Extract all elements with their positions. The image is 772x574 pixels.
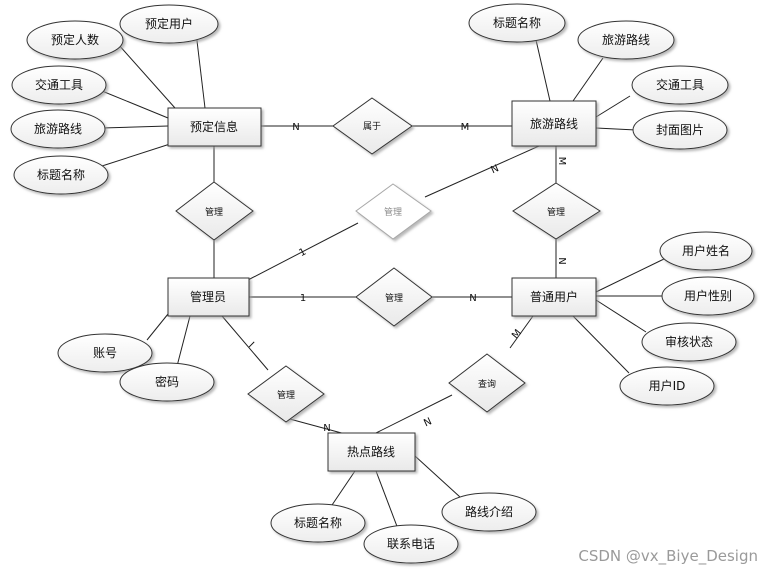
cardinality-user-route-rel: N (556, 257, 567, 264)
attribute-user-gender: 用户性别 (661, 276, 755, 316)
relationship-manage-user-label: 管理 (385, 292, 403, 304)
entity-route: 旅游路线 (511, 100, 597, 147)
relationship-manage-booking-label: 管理 (205, 206, 223, 218)
attribute-route-transport-label: 交通工具 (656, 77, 704, 92)
attribute-admin-password-label: 密码 (155, 374, 179, 389)
attribute-booking-user-label: 预定用户 (145, 16, 193, 31)
attribute-booking-user: 预定用户 (119, 4, 219, 44)
attribute-route-name: 旅游路线 (577, 20, 675, 60)
cardinality-admin-manage-route: 1 (297, 246, 308, 259)
attribute-hot-intro-label: 路线介绍 (465, 504, 513, 519)
attribute-hot-title: 标题名称 (270, 503, 366, 543)
cardinality-booking-belongs: N (292, 122, 299, 133)
cardinality-belongs-route: M (461, 122, 470, 133)
connector-lines (101, 23, 667, 530)
attribute-hot-title-label: 标题名称 (294, 515, 342, 530)
attribute-user-status: 审核状态 (641, 322, 737, 362)
entity-hot-route-label: 热点路线 (347, 444, 395, 459)
attribute-route-transport: 交通工具 (631, 65, 729, 105)
attribute-booking-title-label: 标题名称 (37, 167, 85, 182)
attribute-route-cover: 封面图片 (632, 110, 728, 150)
entity-admin: 管理员 (167, 277, 250, 317)
relationship-manage-route-label: 管理 (384, 206, 402, 218)
attribute-user-status-label: 审核状态 (665, 334, 713, 349)
entity-route-label: 旅游路线 (530, 116, 578, 131)
attribute-user-name-label: 用户姓名 (682, 243, 730, 258)
entity-booking-label: 预定信息 (190, 119, 238, 134)
attribute-booking-route-label: 旅游路线 (34, 121, 82, 136)
relationship-manage-route: 管理 (355, 183, 432, 240)
cardinality-manage-user: N (469, 293, 476, 304)
attribute-user-gender-label: 用户性别 (684, 288, 732, 303)
attribute-hot-phone-label: 联系电话 (387, 537, 435, 551)
relationship-manage-hot-label: 管理 (277, 389, 295, 401)
attribute-booking-count-label: 预定人数 (51, 32, 99, 47)
attribute-user-id-label: 用户ID (649, 378, 686, 393)
attribute-booking-count: 预定人数 (26, 20, 124, 60)
attribute-user-name: 用户姓名 (659, 231, 753, 271)
relationship-query: 查询 (448, 353, 526, 413)
attribute-booking-route: 旅游路线 (10, 109, 106, 149)
relationship-belongs: 属于 (332, 97, 413, 155)
attribute-admin-account: 账号 (57, 333, 153, 373)
attribute-booking-title: 标题名称 (13, 155, 109, 195)
entity-user-label: 普通用户 (530, 289, 578, 304)
attribute-route-cover-label: 封面图片 (656, 123, 704, 137)
cardinality-admin-hot: I (246, 340, 256, 350)
relationship-query-label: 查询 (478, 378, 496, 390)
entity-user: 普通用户 (511, 277, 597, 317)
relationship-manage-user-route: 管理 (512, 182, 601, 240)
relationship-manage-user: 管理 (355, 267, 433, 327)
attribute-booking-transport: 交通工具 (11, 65, 107, 105)
attribute-user-id: 用户ID (619, 366, 715, 406)
attribute-route-name-label: 旅游路线 (602, 32, 650, 47)
attribute-hot-intro: 路线介绍 (441, 492, 537, 532)
relationship-manage-hot: 管理 (247, 365, 325, 423)
attribute-admin-account-label: 账号 (93, 346, 117, 360)
cardinality-route-manage: N (489, 163, 500, 176)
cardinality-admin-manage-user: 1 (300, 293, 306, 304)
cardinality-query-hot: N (422, 416, 433, 429)
attribute-route-title-label: 标题名称 (493, 15, 541, 30)
attribute-hot-phone: 联系电话 (363, 524, 459, 564)
cardinality-route-user-rel: M (556, 157, 567, 166)
entity-admin-label: 管理员 (190, 289, 226, 304)
attribute-route-title: 标题名称 (468, 3, 566, 43)
attribute-booking-transport-label: 交通工具 (35, 77, 83, 92)
relationship-manage-booking: 管理 (175, 181, 254, 241)
entity-booking: 预定信息 (167, 107, 262, 147)
relationship-belongs-label: 属于 (363, 121, 381, 132)
entity-hot-route: 热点路线 (327, 432, 416, 472)
watermark: CSDN @vx_Biye_Design (578, 547, 758, 565)
relationship-manage-user-route-label: 管理 (547, 206, 565, 218)
attribute-admin-password: 密码 (119, 362, 215, 402)
cardinality-manage-hot: N (323, 423, 330, 434)
cardinality-user-query: M (510, 328, 524, 342)
